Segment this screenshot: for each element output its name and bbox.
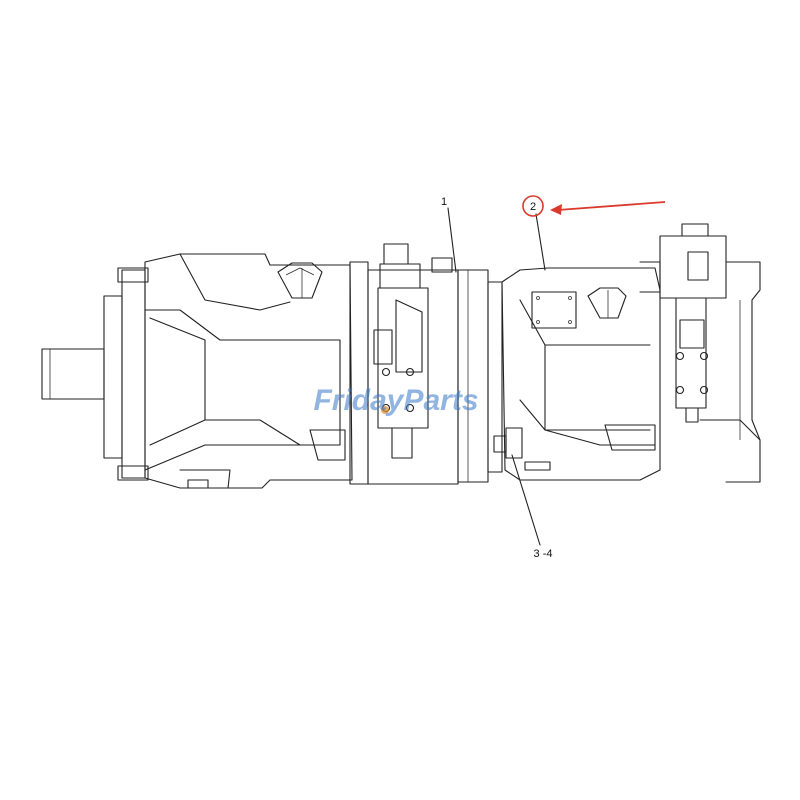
rear-end-cover: [699, 261, 761, 483]
watermark: FridayParts: [313, 384, 478, 417]
hex-bolt-2: [587, 287, 627, 319]
callout-3-4-label: 3 -4: [534, 548, 553, 560]
solenoid-valve: [639, 223, 727, 423]
pump-housing-1: [144, 253, 353, 489]
hex-bolt-1: [277, 262, 323, 299]
front-flange: [117, 267, 149, 481]
orange-fitting-icon: [381, 406, 389, 414]
drive-shaft: [41, 295, 123, 459]
leader-lines: [447, 207, 546, 546]
pump-housing-2: [501, 267, 661, 481]
callout-2-label: 2: [530, 201, 536, 213]
control-valve: [373, 243, 429, 459]
red-arrow-icon: [557, 201, 666, 211]
outlet-fitting: [493, 427, 523, 459]
callout-1-label: 1: [441, 196, 447, 208]
center-section: [349, 257, 503, 485]
highlight-circle: [522, 195, 544, 217]
red-arrow-head-icon: [550, 204, 562, 215]
